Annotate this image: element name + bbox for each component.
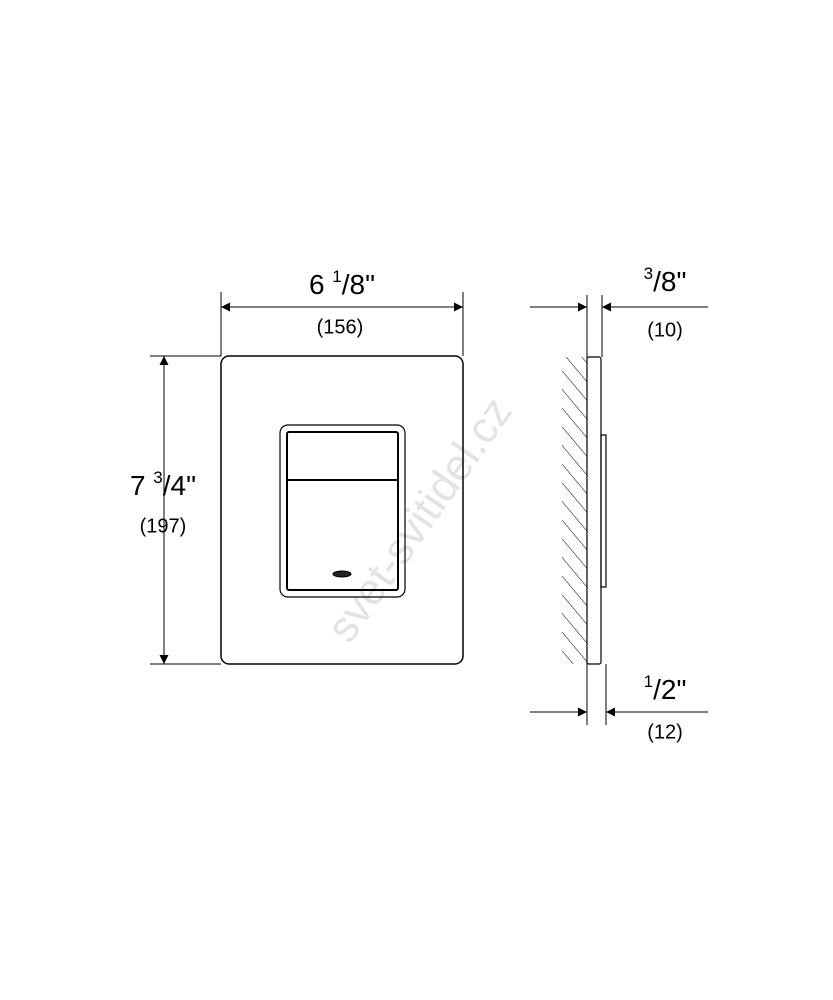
brand-logo <box>332 570 352 578</box>
depth-top-inches: 3/8" <box>643 264 687 298</box>
width-inches: 6 1/8" <box>308 267 376 301</box>
whole: 7 <box>129 470 146 501</box>
side-button <box>600 434 607 588</box>
numerator: 1 <box>643 672 654 691</box>
depth-bottom-mm: (12) <box>647 721 683 744</box>
numerator: 3 <box>153 468 163 487</box>
depth-bottom-inches: 1/2" <box>643 672 687 706</box>
numerator: 3 <box>643 264 654 283</box>
button-frame <box>279 424 406 598</box>
wall-hatch <box>562 357 587 664</box>
side-plate <box>586 356 602 665</box>
width-mm: (156) <box>316 316 364 339</box>
button-panel <box>286 431 399 591</box>
height-inches: 7 3/4" <box>129 468 197 502</box>
depth-top-mm: (10) <box>647 319 683 342</box>
denominator: /2" <box>653 674 687 705</box>
whole: 6 <box>308 269 325 300</box>
numerator: 1 <box>332 267 342 286</box>
height-mm: (197) <box>139 515 187 538</box>
front-plate <box>220 355 464 665</box>
denominator: /4" <box>162 470 197 501</box>
denominator: /8" <box>341 269 376 300</box>
denominator: /8" <box>653 266 687 297</box>
